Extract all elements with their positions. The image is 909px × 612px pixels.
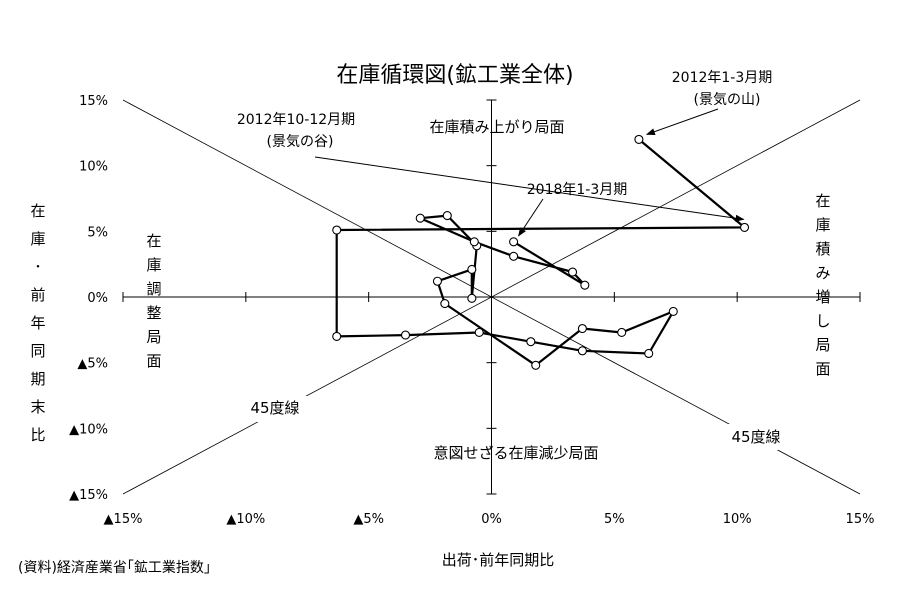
data-point xyxy=(467,293,477,303)
annotation-peak-line1: 2012年1-3月期 xyxy=(672,70,773,86)
data-point xyxy=(432,276,443,286)
plot-area xyxy=(122,99,861,495)
data-point xyxy=(577,346,587,356)
axis-tick-marks xyxy=(122,99,861,495)
y-tick-label: ▲5% xyxy=(77,357,108,372)
series-line xyxy=(335,138,746,367)
y-tick-label: ▲15% xyxy=(69,488,108,503)
data-point xyxy=(400,330,411,340)
x-tick-label: 15% xyxy=(846,512,875,527)
diagonal-label-background xyxy=(236,396,316,422)
annotation-latest-line1: 2018年1-3月期 xyxy=(527,182,628,198)
x-tick-label: ▲5% xyxy=(353,512,384,527)
annotation-peak: 2012年1-3月期 (景気の山) xyxy=(645,70,773,136)
annotation-trough: 2012年10-12月期 (景気の谷) xyxy=(237,112,745,222)
x-tick-label: ▲10% xyxy=(226,512,265,527)
45-degree-line-label-falling: 45度線 xyxy=(731,428,780,446)
data-point xyxy=(568,267,578,277)
data-point xyxy=(509,237,519,247)
y-tick-label: 5% xyxy=(87,225,108,240)
data-point xyxy=(474,327,484,338)
quadrant-label-right: 在庫積み増し局面 xyxy=(815,192,830,378)
data-point xyxy=(440,299,450,309)
data-point xyxy=(668,306,678,316)
x-tick-labels: ▲15% ▲10% ▲5% 0% 5% 10% 15% xyxy=(104,512,875,527)
data-point xyxy=(467,264,477,274)
data-points xyxy=(332,134,750,370)
45-degree-line-label-rising: 45度線 xyxy=(250,399,299,417)
annotation-latest: 2018年1-3月期 xyxy=(518,182,628,237)
source-note: (資料)経済産業省｢鉱工業指数｣ xyxy=(18,559,211,576)
data-point xyxy=(617,327,627,338)
diagonal-label-backgrounds xyxy=(236,396,796,450)
y-axis-label: 在庫･前年同期末比 xyxy=(30,202,45,444)
quadrant-label-top: 在庫積み上がり局面 xyxy=(429,118,564,136)
data-point xyxy=(634,134,644,144)
data-point xyxy=(332,225,342,235)
annotation-trough-arrow xyxy=(314,156,745,222)
y-tick-labels: 15% 10% 5% 0% ▲5% ▲10% ▲15% xyxy=(69,94,108,503)
x-tick-label: ▲15% xyxy=(104,512,143,527)
data-point xyxy=(644,348,654,359)
data-point xyxy=(332,331,342,341)
data-point xyxy=(415,213,425,223)
data-point xyxy=(577,323,587,334)
x-tick-label: 0% xyxy=(481,512,502,527)
quadrant-label-left: 在庫調整局面 xyxy=(146,232,161,370)
y-tick-label: 10% xyxy=(79,160,108,175)
annotation-latest-arrow xyxy=(518,198,544,237)
y-tick-label: ▲10% xyxy=(69,422,108,437)
diagonal-label-background xyxy=(716,424,796,450)
quadrant-label-bottom: 意図せざる在庫減少局面 xyxy=(433,444,598,462)
data-point xyxy=(526,337,536,347)
data-point xyxy=(469,237,479,247)
annotation-trough-line2: (景気の谷) xyxy=(267,134,334,150)
annotation-peak-arrow xyxy=(645,108,719,136)
y-tick-label: 15% xyxy=(79,94,108,109)
chart-title: 在庫循環図(鉱工業全体) xyxy=(336,63,573,88)
data-point xyxy=(442,211,452,221)
x-tick-label: 5% xyxy=(604,512,625,527)
y-tick-label: 0% xyxy=(87,291,108,306)
x-tick-label: 10% xyxy=(723,512,752,527)
data-point xyxy=(739,222,750,232)
data-point xyxy=(580,280,590,290)
x-axis-label: 出荷･前年同期比 xyxy=(442,551,555,569)
annotation-trough-line1: 2012年10-12月期 xyxy=(237,112,355,128)
data-point xyxy=(509,251,519,261)
data-point xyxy=(531,360,541,370)
annotation-peak-line2: (景気の山) xyxy=(694,92,761,108)
